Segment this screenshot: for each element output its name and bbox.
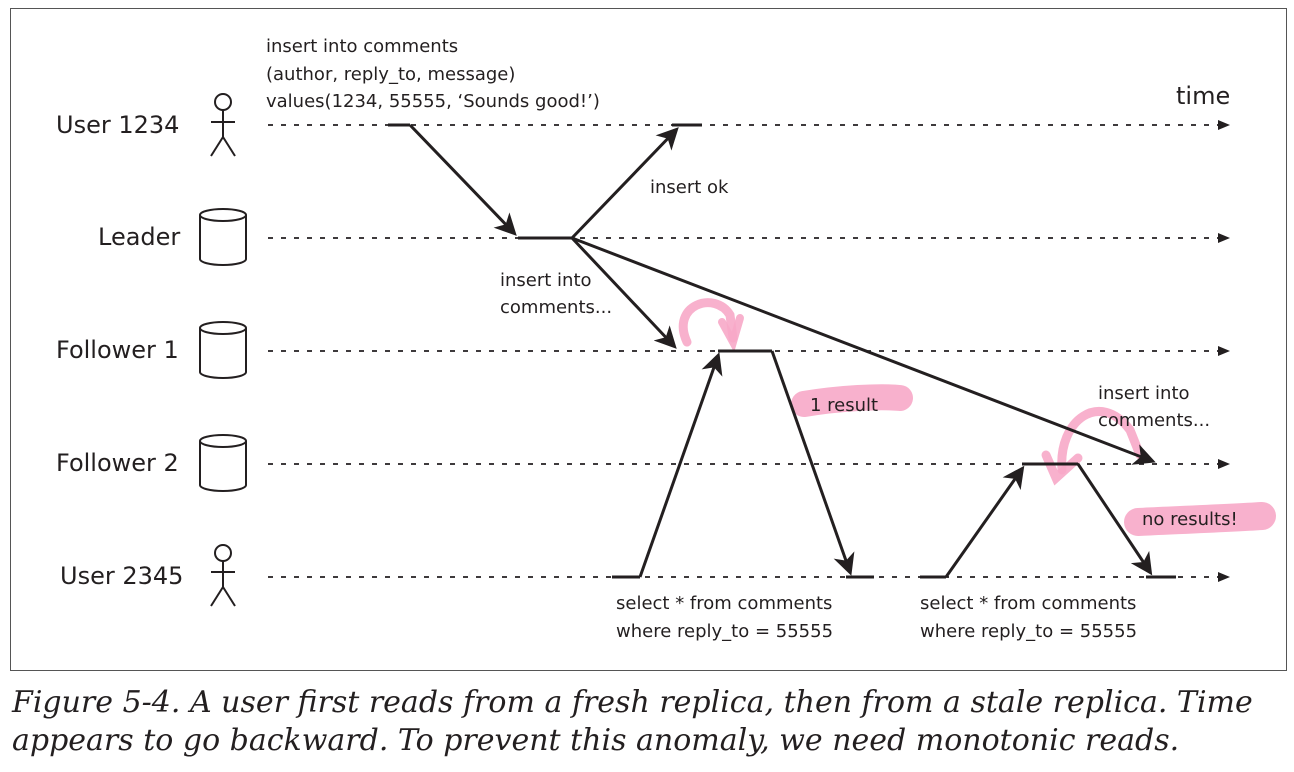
person-icon: [210, 93, 236, 157]
highlight-arrow-follower1-head: [718, 314, 744, 353]
result-1-label: 1 result: [810, 395, 878, 416]
replication-f1-line-2: comments...: [500, 297, 612, 318]
database-icon: [199, 434, 247, 492]
timeline-arrow-leader: [1218, 233, 1230, 243]
timeline-arrow-follower1: [1218, 346, 1230, 356]
person-icon: [210, 544, 236, 607]
flow-query2-request: [944, 465, 1025, 578]
replication-f2-line-1: insert into: [1098, 383, 1190, 404]
timeline-arrow-follower2: [1218, 459, 1230, 469]
database-icon: [199, 321, 247, 379]
query-1-line-2: where reply_to = 55555: [616, 621, 833, 642]
lane-label-user2345: User 2345: [60, 562, 183, 590]
insert-request-line-1: insert into comments: [266, 36, 458, 57]
message-flows: [388, 123, 1176, 579]
lane-label-leader: Leader: [98, 223, 180, 251]
lane-follower1: Follower 1: [56, 321, 1230, 379]
insert-request-line-3: values(1234, 55555, ‘Sounds good!’): [266, 91, 600, 112]
flow-replicate-follower1: [570, 236, 677, 349]
replication-f1-line-1: insert into: [500, 270, 592, 291]
flow-insert-request: [408, 123, 517, 236]
query-1-line-1: select * from comments: [616, 593, 832, 614]
insert-ok-label: insert ok: [650, 177, 729, 198]
highlight-arrow-follower2: [1057, 407, 1145, 475]
query-2-line-1: select * from comments: [920, 593, 1136, 614]
lane-label-follower2: Follower 2: [56, 449, 179, 477]
lane-follower2: Follower 2: [56, 434, 1230, 492]
result-2-label: no results!: [1142, 509, 1238, 530]
flow-query2-response: [1076, 463, 1153, 576]
highlight-marks: [678, 298, 1276, 536]
lane-user2345: User 2345: [60, 544, 1230, 607]
highlight-stroke-result-1: [791, 384, 913, 417]
insert-request-line-2: (author, reply_to, message): [266, 64, 515, 85]
timeline-arrow-user2345: [1218, 572, 1230, 582]
lane-user1234: User 1234: [56, 93, 1230, 157]
timeline-arrow-user1234: [1218, 120, 1230, 130]
highlight-arrow-follower1: [678, 298, 738, 347]
flow-replicate-follower2: [571, 236, 1156, 465]
flow-query1-response: [770, 350, 855, 576]
replication-diagram: time User 1234 Leader Follower 1: [56, 36, 1276, 642]
lane-label-user1234: User 1234: [56, 111, 179, 139]
flow-query1-request: [638, 352, 723, 578]
figure-caption: Figure 5-4. A user first reads from a fr…: [12, 685, 1253, 758]
replication-f2-line-2: comments...: [1098, 410, 1210, 431]
highlight-stroke-no-results: [1124, 502, 1276, 536]
flow-insert-ok: [570, 127, 679, 240]
diagram-frame: [10, 8, 1287, 671]
lane-leader: Leader: [98, 208, 1230, 266]
lane-label-follower1: Follower 1: [56, 336, 179, 364]
database-icon: [199, 208, 247, 266]
query-2-line-2: where reply_to = 55555: [920, 621, 1137, 642]
time-label: time: [1176, 82, 1230, 110]
